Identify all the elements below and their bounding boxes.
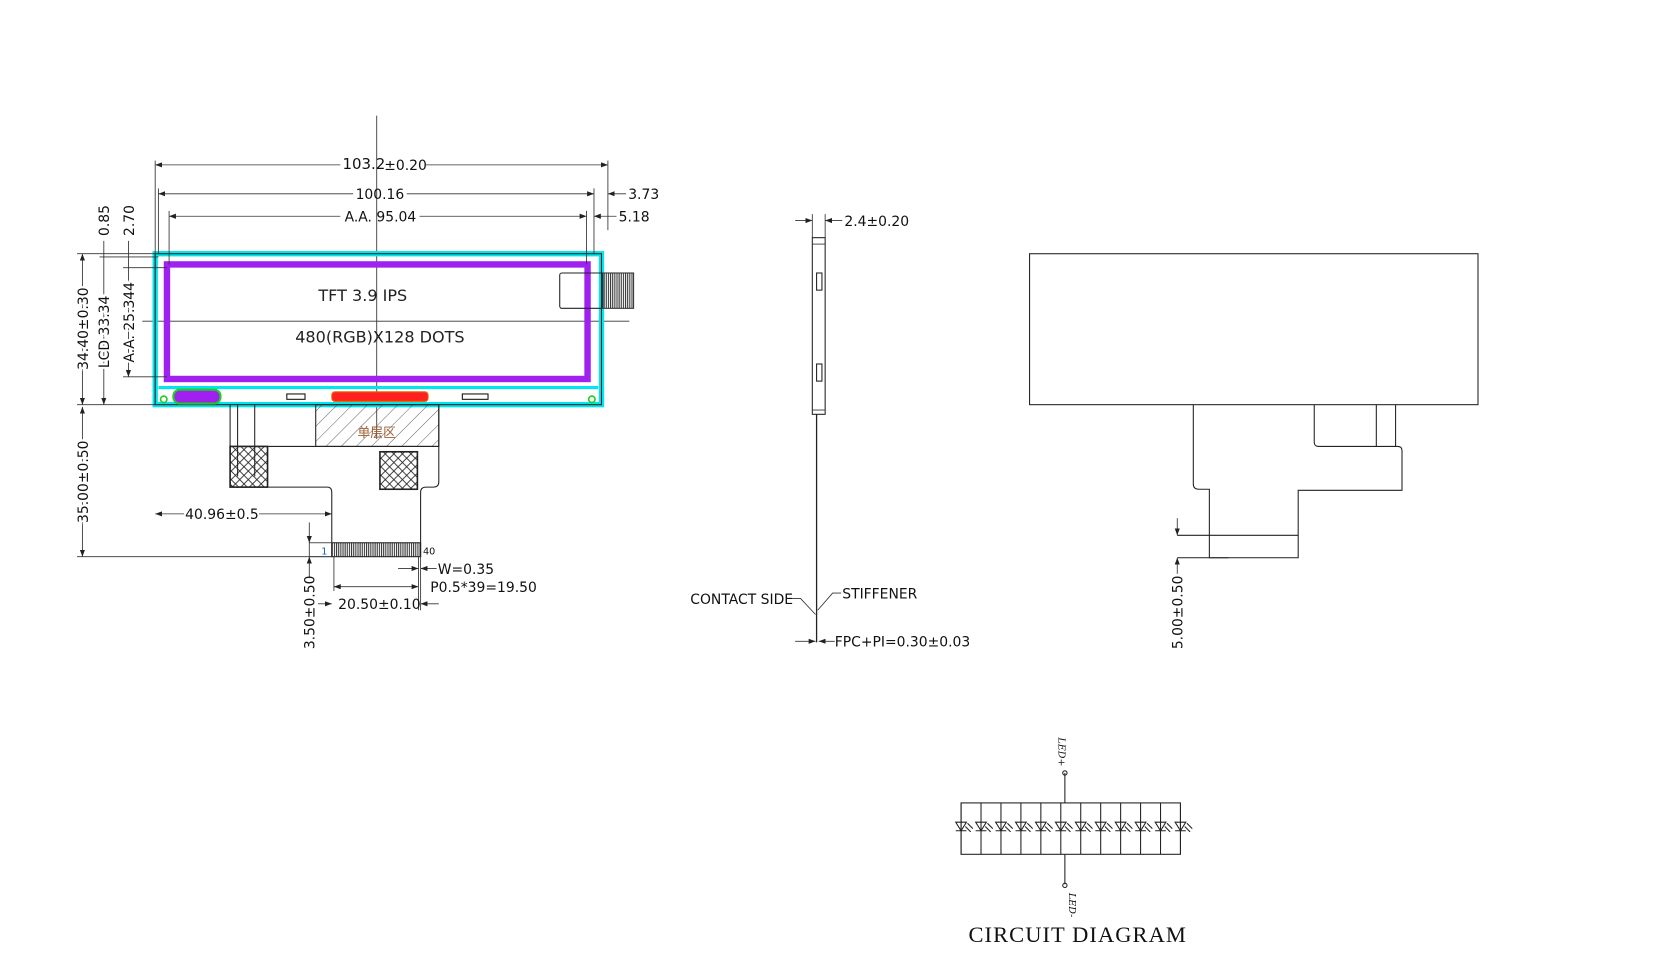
module-back [1029, 253, 1479, 406]
mark-right [587, 395, 596, 404]
pin-40-label: 40 [423, 547, 435, 558]
back-view: 5.00±0.50 [1029, 253, 1479, 650]
dim-stiffener-length: 5.00±0.50 [1171, 576, 1187, 650]
led-diode [1134, 802, 1153, 855]
led-diode [1154, 802, 1173, 855]
led-diode [954, 802, 974, 855]
led-diode [1094, 802, 1113, 855]
dim-right-offset-1: 3.73 [628, 187, 659, 203]
pad-group-2 [461, 393, 489, 400]
gold-fingers [331, 542, 422, 558]
led-diode [1014, 802, 1034, 855]
circuit-title: CIRCUIT DIAGRAM [968, 922, 1186, 947]
display-line-1: TFT 3.9 IPS [317, 286, 407, 305]
led-diode [974, 802, 994, 855]
dim-top-offset-2: 2.70 [122, 205, 138, 236]
led-diode [1174, 802, 1193, 855]
dim-finger-width: 20.50±0.10 [338, 597, 420, 613]
component-block-2 [379, 450, 419, 491]
led-diode [994, 802, 1014, 855]
dim-overall-width-tol: ±0.20 [384, 158, 427, 174]
side-view: 2.4±0.20 CONTACT SIDE STIFFENER FPC+PI=0… [690, 214, 970, 651]
dim-lcd-width: 100.16 [356, 187, 405, 203]
contact-side-leader [789, 598, 816, 615]
dim-aa-width: A.A. 95.04 [345, 210, 417, 226]
pin-1-label: 1 [321, 547, 327, 558]
component-block-1 [229, 445, 269, 488]
pad-blob [172, 388, 222, 405]
dim-top-offset-1: 0.85 [97, 205, 113, 236]
mark-left [159, 395, 168, 404]
side-component [816, 272, 823, 291]
pad-group-1 [286, 393, 306, 400]
active-area [163, 261, 591, 383]
contact-side-label: CONTACT SIDE [690, 592, 793, 608]
dim-fpc-offset: 40.96±0.5 [185, 507, 259, 523]
module-side [811, 237, 826, 415]
led-minus-label: LED- [1066, 892, 1077, 918]
side-component [816, 363, 823, 382]
single-layer-label: 单层区 [357, 426, 396, 441]
dim-pin-pitch: P0.5*39=19.50 [430, 580, 537, 596]
tab-hatched [602, 272, 635, 309]
dim-pin-width: W=0.35 [438, 562, 494, 578]
dim-fpc-thickness: FPC+PI=0.30±0.03 [835, 635, 970, 651]
led-plus-label: LED+ [1055, 736, 1066, 766]
led-diode [1034, 802, 1053, 855]
led-diode [1054, 802, 1073, 855]
tab-outline [559, 272, 604, 309]
display-line-2: 480(RGB)X128 DOTS [295, 328, 464, 347]
dim-overall-height: 34.40±0.30 [76, 287, 92, 369]
stiffener-leader [817, 592, 842, 611]
dim-right-offset-2: 5.18 [619, 210, 650, 226]
dim-aa-height: A.A. 25.344 [122, 282, 138, 363]
led-diode [1114, 802, 1133, 855]
dim-fpc-length: 35.00±0.50 [76, 441, 92, 523]
led-diode [1074, 802, 1093, 855]
dim-overall-width: 103.2 [342, 155, 385, 173]
circuit-diagram: LED+ LED- CIRCUIT DIAGRAM [954, 736, 1193, 947]
stiffener-label: STIFFENER [842, 586, 917, 602]
front-view: TFT 3.9 IPS 480(RGB)X128 DOTS 单层区 1 40 1… [74, 115, 659, 650]
dim-finger-length: 3.50±0.50 [303, 576, 319, 650]
dim-thickness: 2.4±0.20 [844, 214, 909, 230]
fpc-back-outline [1192, 404, 1403, 559]
driver-ic [331, 391, 429, 402]
dim-lcd-height: LCD 33.34 [97, 296, 113, 369]
single-layer-area [315, 404, 440, 447]
